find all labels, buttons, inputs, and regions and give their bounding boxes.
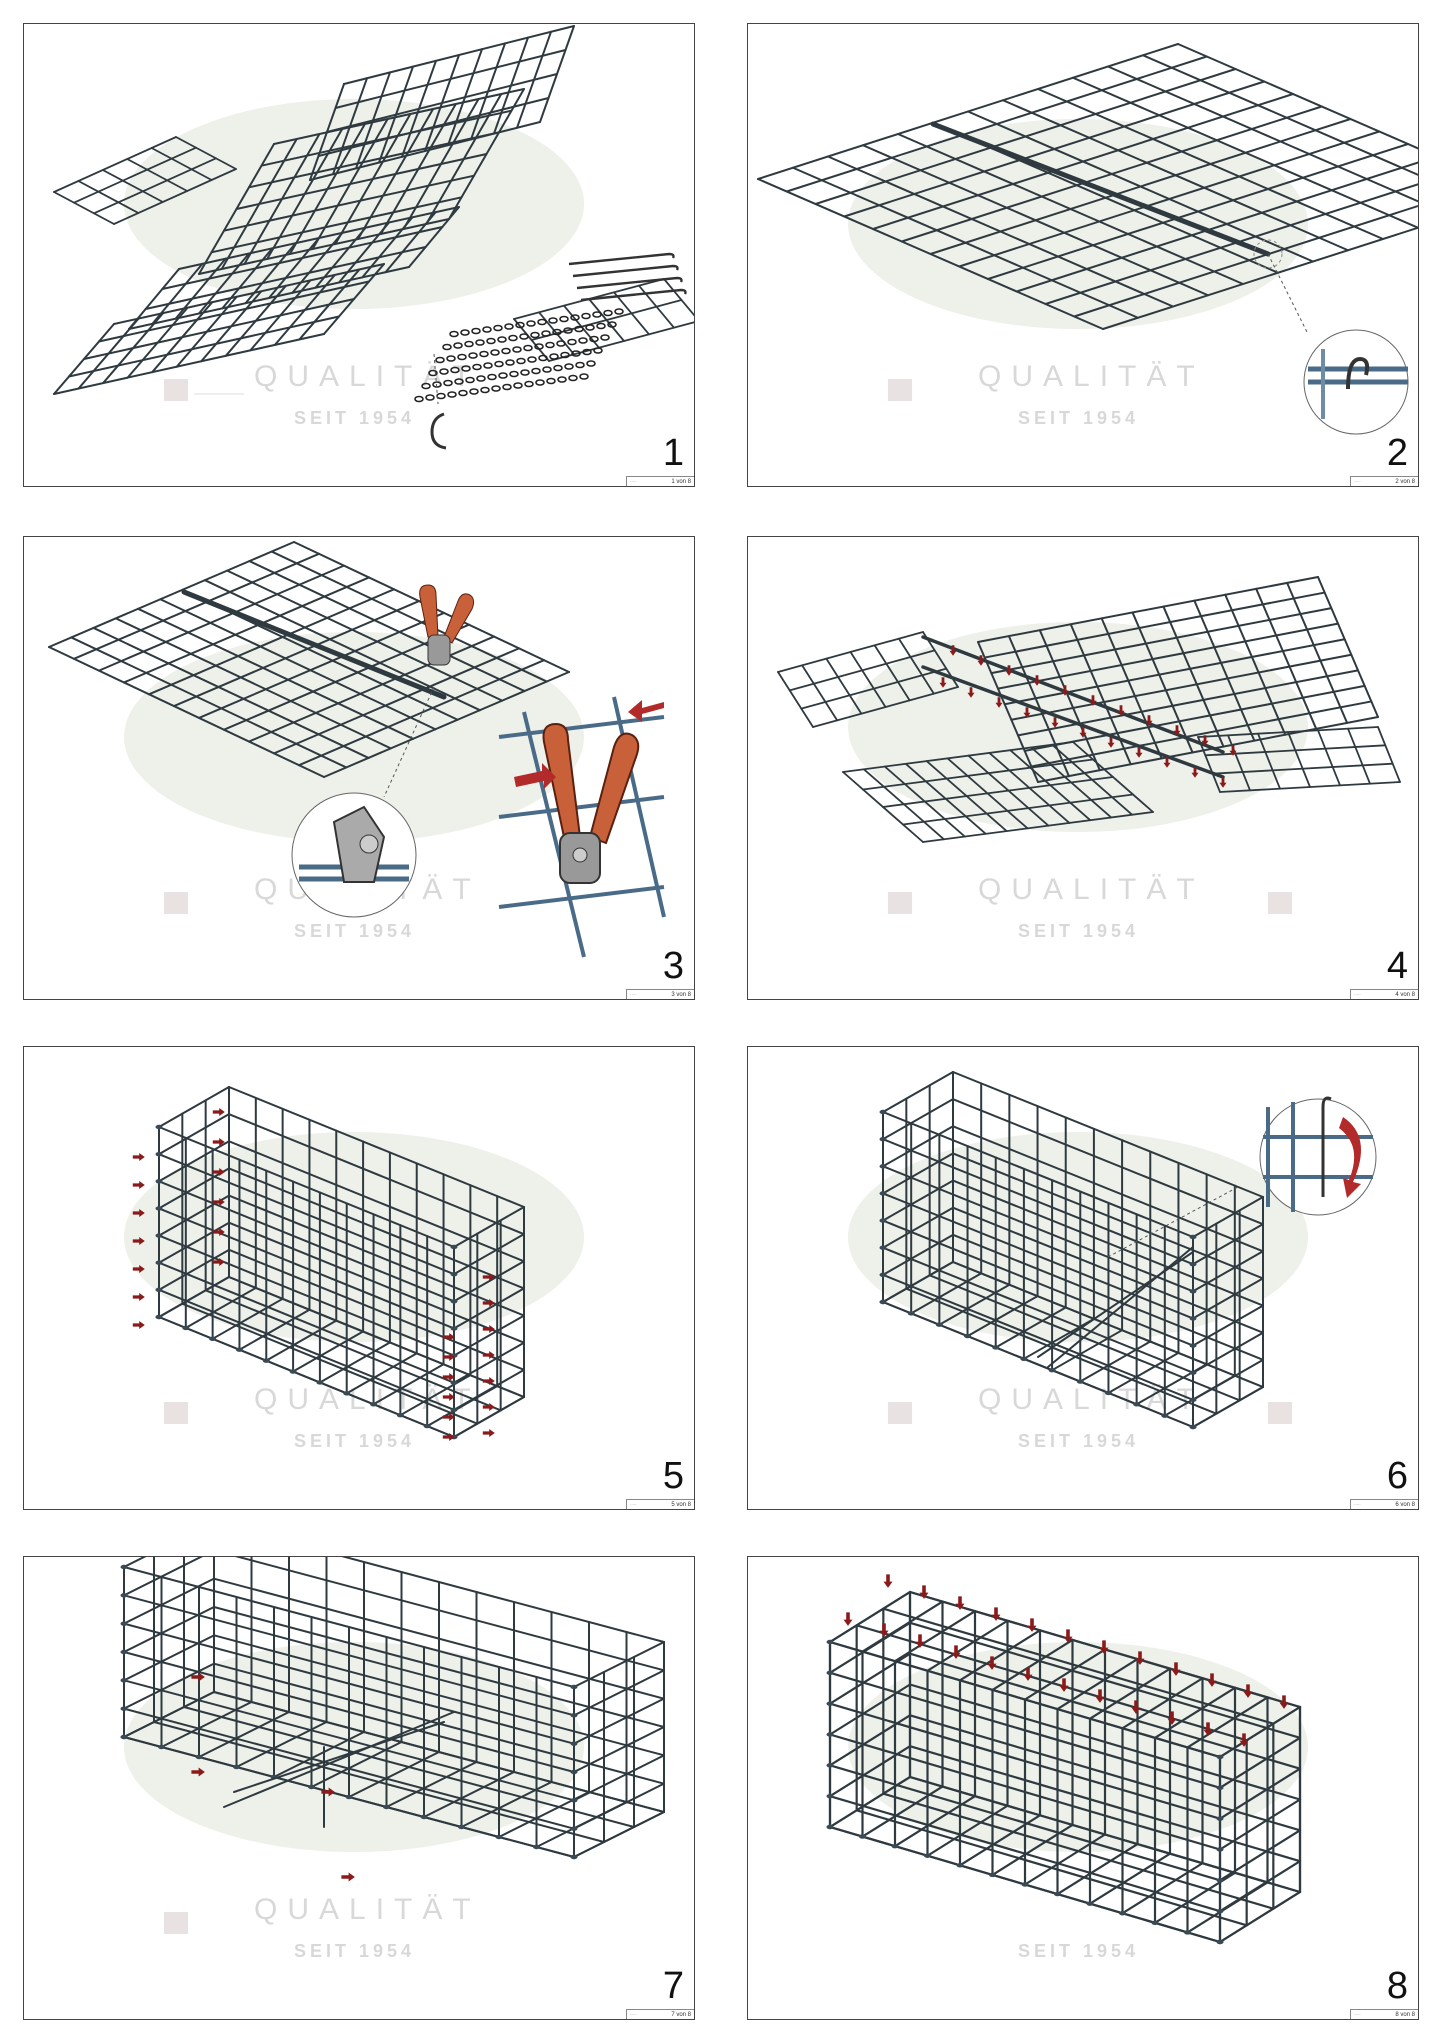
flat-mesh-parts xyxy=(53,25,694,395)
pliers-large-icon xyxy=(542,722,640,884)
step-panel-6: QUALITÄT SEIT 1954 6 ·····6 von 8 xyxy=(747,1046,1419,1510)
watermark-quality-text: QUALITÄT xyxy=(978,873,1205,906)
spiral-clips xyxy=(414,252,687,403)
step-number: 7 xyxy=(662,1965,684,2007)
step-4-illustration: QUALITÄT SEIT 1954 xyxy=(777,576,1401,941)
page-label: ·····6 von 8 xyxy=(1350,1499,1418,1509)
step-3-illustration: QUALITÄT SEIT 1954 xyxy=(48,541,666,958)
step-panel-7: QUALITÄT SEIT 1954 7 ·····7 von 8 xyxy=(23,1556,695,2020)
gabion-box xyxy=(120,1557,665,1860)
step-panel-4: QUALITÄT SEIT 1954 4 ·····4 von 8 xyxy=(747,536,1419,1000)
watermark-since-text: SEIT 1954 xyxy=(294,1431,415,1451)
detail-magnifier xyxy=(1303,329,1409,435)
step-panel-8: SEIT 1954 8 ·····8 von 8 xyxy=(747,1556,1419,2020)
step-number: 5 xyxy=(662,1455,684,1497)
watermark: QUALITÄT SEIT 1954 xyxy=(848,119,1308,428)
arrow-icon xyxy=(514,763,556,789)
step-number: 1 xyxy=(662,432,684,474)
c-clip-icon xyxy=(430,412,447,450)
watermark-quality-text: QUALITÄT xyxy=(254,1893,481,1926)
watermark-quality-text: QUALITÄT xyxy=(978,360,1205,393)
page-label: ·····1 von 8 xyxy=(626,476,694,486)
watermark-since-text: SEIT 1954 xyxy=(1018,1431,1139,1451)
watermark-since-text: SEIT 1954 xyxy=(1018,408,1139,428)
step-panel-2: QUALITÄT SEIT 1954 2 ·····2 von 8 xyxy=(747,23,1419,487)
step-1-illustration: QUALITÄT SEIT 1954 xyxy=(53,25,694,450)
watermark: QUALITÄT SEIT 1954 xyxy=(124,1642,584,1961)
insert-arrows xyxy=(132,1108,495,1441)
step-6-illustration: QUALITÄT SEIT 1954 xyxy=(848,1071,1377,1451)
step-number: 8 xyxy=(1386,1965,1408,2007)
step-2-illustration: QUALITÄT SEIT 1954 xyxy=(757,43,1418,435)
step-8-illustration: SEIT 1954 xyxy=(826,1574,1308,1961)
step-panel-1: QUALITÄT SEIT 1954 1 ·····1 von 8 xyxy=(23,23,695,487)
detail-magnifier xyxy=(1259,1096,1377,1216)
lid-arrows xyxy=(843,1574,1289,1747)
step-5-illustration: QUALITÄT SEIT 1954 xyxy=(124,1086,584,1451)
joined-mesh xyxy=(757,43,1418,330)
watermark-since-text: SEIT 1954 xyxy=(294,921,415,941)
step-7-illustration: QUALITÄT SEIT 1954 xyxy=(120,1557,665,1961)
page-label: ·····7 von 8 xyxy=(626,2009,694,2019)
watermark-since-text: SEIT 1954 xyxy=(1018,921,1139,941)
watermark-quality-text: QUALITÄT xyxy=(254,360,481,393)
step-number: 3 xyxy=(662,945,684,987)
step-number: 6 xyxy=(1386,1455,1408,1497)
joined-mesh xyxy=(48,541,570,778)
gabion-box xyxy=(879,1071,1264,1430)
step-number: 4 xyxy=(1386,945,1408,987)
page-label: ·····3 von 8 xyxy=(626,989,694,999)
fold-arrows xyxy=(939,645,1237,788)
watermark-quality-text: QUALITÄT xyxy=(978,1383,1205,1416)
watermark-since-text: SEIT 1954 xyxy=(294,1941,415,1961)
watermark-since-text: SEIT 1954 xyxy=(1018,1941,1139,1961)
cross-mesh xyxy=(777,576,1401,843)
arrow-icon xyxy=(628,700,664,722)
step-panel-3: QUALITÄT SEIT 1954 xyxy=(23,536,695,1000)
spacer-arrows xyxy=(191,1672,355,1882)
detail-magnifier xyxy=(291,792,417,918)
page-label: ·····2 von 8 xyxy=(1350,476,1418,486)
watermark-since-text: SEIT 1954 xyxy=(294,408,415,428)
page-label: ·····5 von 8 xyxy=(626,1499,694,1509)
step-panel-5: QUALITÄT SEIT 1954 5 ·····5 von 8 xyxy=(23,1046,695,1510)
page-label: ·····4 von 8 xyxy=(1350,989,1418,999)
step-number: 2 xyxy=(1386,432,1408,474)
partial-gabion-box xyxy=(155,1086,525,1440)
pliers-small-icon xyxy=(419,584,475,666)
page-label: ·····8 von 8 xyxy=(1350,2009,1418,2019)
